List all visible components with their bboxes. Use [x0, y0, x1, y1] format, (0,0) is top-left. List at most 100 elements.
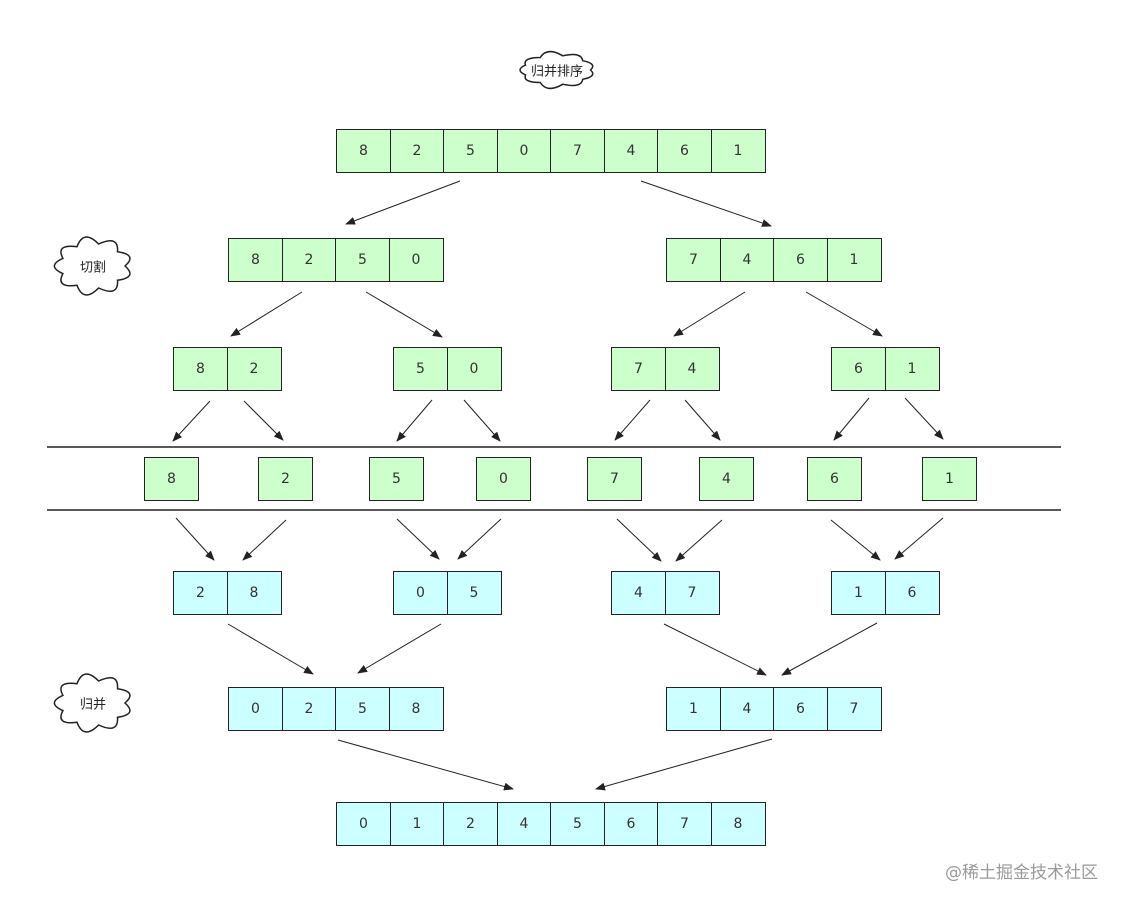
- split-cloud: [53, 236, 131, 296]
- split-cloud-label: 切割: [79, 260, 107, 276]
- array-cell: 8: [336, 129, 391, 173]
- array-cell: 2: [226, 347, 282, 391]
- array-cell: 2: [443, 802, 498, 846]
- array-cell: 1: [884, 347, 940, 391]
- title-cloud-label: 归并排序: [530, 64, 584, 80]
- flow-arrow: [684, 399, 721, 441]
- array-single: 8: [144, 457, 199, 501]
- array-cell: 8: [710, 802, 766, 846]
- flow-arrow: [230, 291, 303, 337]
- array-single: 6: [807, 457, 862, 501]
- array-cell: 1: [710, 129, 766, 173]
- array-cell: 6: [773, 687, 828, 731]
- flow-arrow: [337, 739, 514, 791]
- array-cell: 6: [831, 347, 886, 391]
- array-single: 4: [699, 457, 754, 501]
- array-cell: 5: [443, 129, 498, 173]
- array-cell: 7: [666, 238, 721, 282]
- array-cell: 4: [496, 802, 552, 846]
- flow-arrow: [457, 518, 502, 560]
- array-single: 0: [476, 457, 531, 501]
- flow-arrow: [357, 623, 442, 674]
- flow-arrow: [595, 738, 773, 791]
- array-cell: 0: [228, 687, 283, 731]
- array-cell: 4: [664, 347, 720, 391]
- flow-arrow: [640, 180, 772, 227]
- array-cell: 7: [664, 571, 720, 615]
- array-single: 2: [258, 457, 313, 501]
- flow-arrow: [833, 397, 870, 441]
- array-cell: 0: [446, 347, 502, 391]
- array-cell: 6: [773, 238, 828, 282]
- flow-arrow: [830, 519, 881, 561]
- array-cell: 5: [335, 687, 390, 731]
- array-cell: 0: [496, 129, 552, 173]
- array-single: 7: [587, 457, 642, 501]
- array-cell: 1: [666, 687, 721, 731]
- array-cell: 7: [826, 687, 882, 731]
- flow-arrow: [227, 623, 314, 675]
- array-cell: 2: [258, 457, 313, 501]
- merge-cloud: [53, 673, 131, 733]
- array-cell: 4: [603, 129, 659, 173]
- array-cell: 8: [388, 687, 444, 731]
- array-cell: 5: [446, 571, 502, 615]
- array-cell: 6: [807, 457, 862, 501]
- flow-arrow: [614, 399, 651, 441]
- flow-arrow: [396, 518, 440, 560]
- array-cell: 7: [550, 129, 605, 173]
- array-cell: 2: [281, 238, 337, 282]
- watermark: @稀土掘金技术社区: [945, 863, 1098, 883]
- array-cell: 8: [144, 457, 199, 501]
- flow-arrow: [463, 399, 501, 442]
- array-cell: 2: [281, 687, 337, 731]
- flow-arrow: [675, 519, 723, 562]
- flow-arrow: [396, 399, 433, 442]
- array-cell: 1: [831, 571, 886, 615]
- flow-arrow: [345, 180, 461, 225]
- array-cell: 6: [603, 802, 659, 846]
- flow-arrow: [894, 517, 944, 560]
- flow-arrow: [673, 291, 746, 337]
- array-cell: 5: [393, 347, 448, 391]
- array-cell: 8: [173, 347, 228, 391]
- flow-arrow: [805, 291, 883, 337]
- flow-arrow: [242, 519, 287, 561]
- array-cell: 7: [657, 802, 712, 846]
- flow-arrow: [172, 400, 211, 442]
- array-cell: 7: [587, 457, 642, 501]
- merge-cloud-label: 归并: [79, 697, 107, 713]
- array-cell: 1: [826, 238, 882, 282]
- array-cell: 7: [611, 347, 666, 391]
- array-cell: 1: [389, 802, 445, 846]
- flow-arrow: [243, 400, 284, 441]
- array-cell: 0: [476, 457, 531, 501]
- flow-arrow: [904, 397, 944, 440]
- array-single: 1: [922, 457, 977, 501]
- array-cell: 5: [369, 457, 424, 501]
- array-cell: 0: [336, 802, 391, 846]
- array-single: 5: [369, 457, 424, 501]
- flow-arrow: [365, 291, 443, 338]
- array-cell: 4: [719, 687, 775, 731]
- array-cell: 5: [335, 238, 390, 282]
- array-cell: 2: [389, 129, 445, 173]
- array-cell: 8: [228, 238, 283, 282]
- array-cell: 4: [719, 238, 775, 282]
- array-cell: 5: [550, 802, 605, 846]
